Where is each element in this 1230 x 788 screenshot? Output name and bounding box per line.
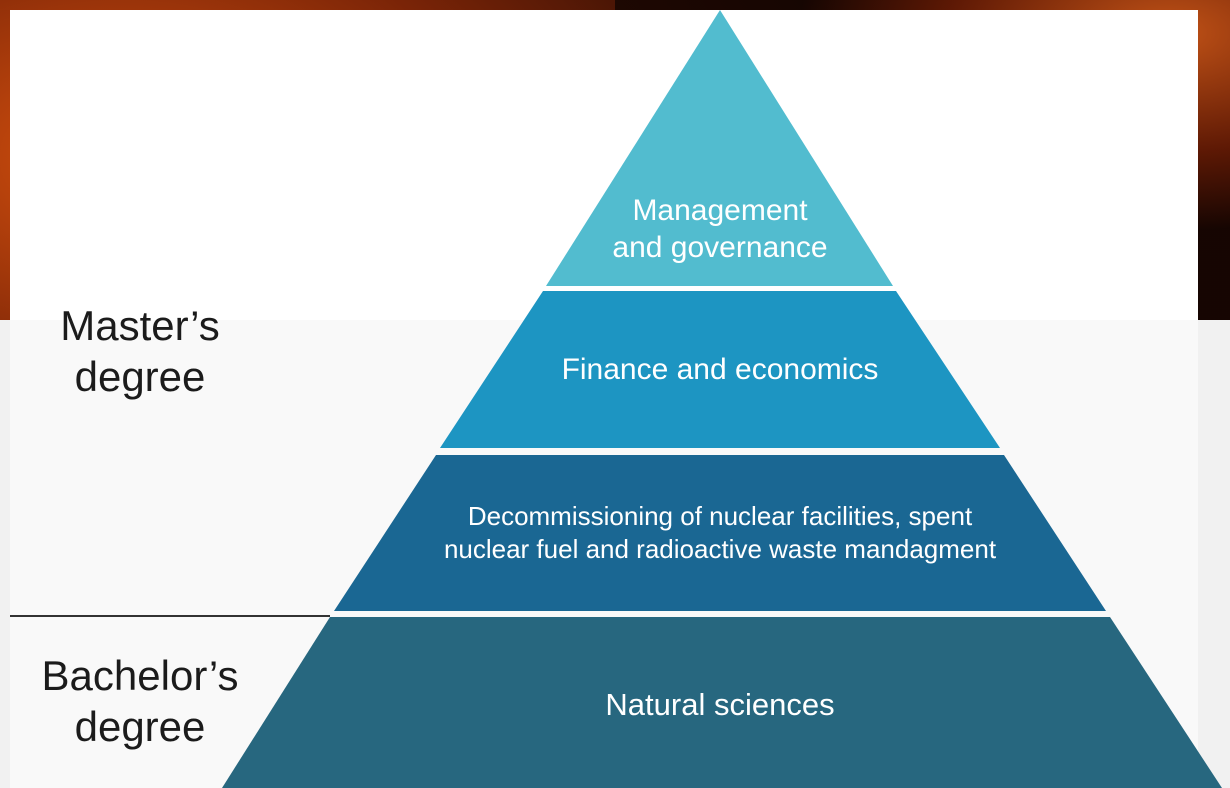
bachelor-degree-label: Bachelor’s degree <box>20 650 260 752</box>
band-finance <box>440 291 1000 448</box>
master-degree-line-2: degree <box>74 353 206 401</box>
level-natural-sciences-line-1: Natural sciences <box>605 687 835 722</box>
pyramid <box>222 10 1222 788</box>
bachelor-degree-line-2: degree <box>74 703 206 751</box>
level-decommissioning-line-2: nuclear fuel and radioactive waste manda… <box>443 533 997 564</box>
level-management-text: Management and governance <box>560 193 880 266</box>
bachelor-degree-line-1: Bachelor’s <box>41 652 239 699</box>
band-natural-sciences <box>222 617 1222 788</box>
band-decommissioning <box>334 455 1106 611</box>
level-natural-sciences-text: Natural sciences <box>500 686 940 724</box>
level-finance-line-1: Finance and economics <box>561 353 879 386</box>
level-finance-text: Finance and economics <box>480 352 960 389</box>
level-decommissioning-line-1: Decommissioning of nuclear facilities, s… <box>467 501 973 531</box>
master-degree-label: Master’s degree <box>20 300 260 402</box>
level-management-line-1: Management <box>632 194 808 227</box>
level-decommissioning-text: Decommissioning of nuclear facilities, s… <box>380 500 1060 565</box>
band-management <box>546 10 893 286</box>
level-management-line-2: and governance <box>612 230 828 264</box>
master-degree-line-1: Master’s <box>60 302 220 349</box>
